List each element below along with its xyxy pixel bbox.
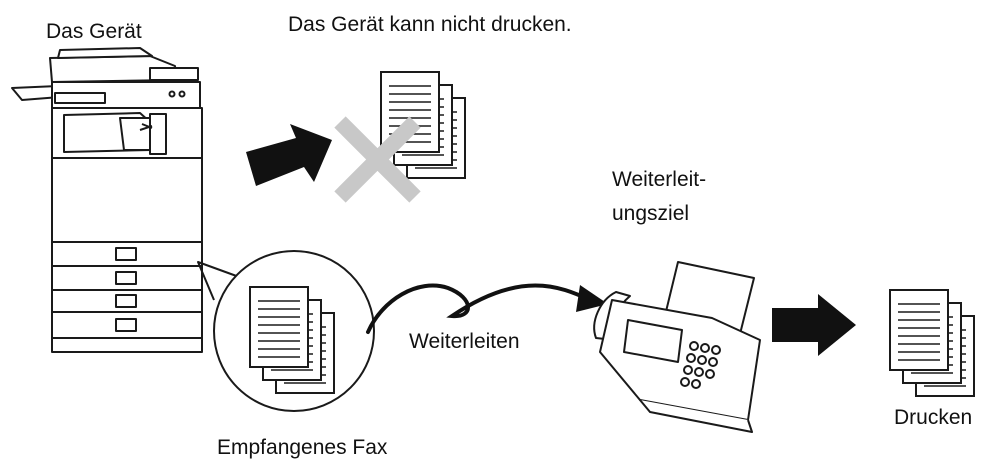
forward-target-label-line1: Weiterleit- bbox=[612, 168, 706, 191]
document-stack-icon bbox=[380, 71, 466, 179]
cannot-print-label: Das Gerät kann nicht drucken. bbox=[288, 13, 572, 36]
received-fax-label: Empfangenes Fax bbox=[217, 436, 388, 459]
document-stack-icon bbox=[249, 286, 335, 394]
forward-label: Weiterleiten bbox=[409, 330, 520, 353]
fax-machine-icon bbox=[593, 261, 761, 433]
arrow-right-icon bbox=[246, 124, 332, 186]
print-label: Drucken bbox=[894, 406, 972, 429]
forward-target-label-line2: ungsziel bbox=[612, 202, 689, 225]
arrow-right-icon bbox=[772, 294, 856, 356]
received-fax-callout bbox=[197, 250, 375, 412]
x-mark-icon bbox=[334, 116, 421, 203]
document-stack-icon bbox=[889, 289, 975, 397]
device-label: Das Gerät bbox=[46, 20, 142, 43]
transmission-arrow bbox=[366, 283, 608, 334]
multifunction-printer-icon bbox=[11, 47, 203, 353]
